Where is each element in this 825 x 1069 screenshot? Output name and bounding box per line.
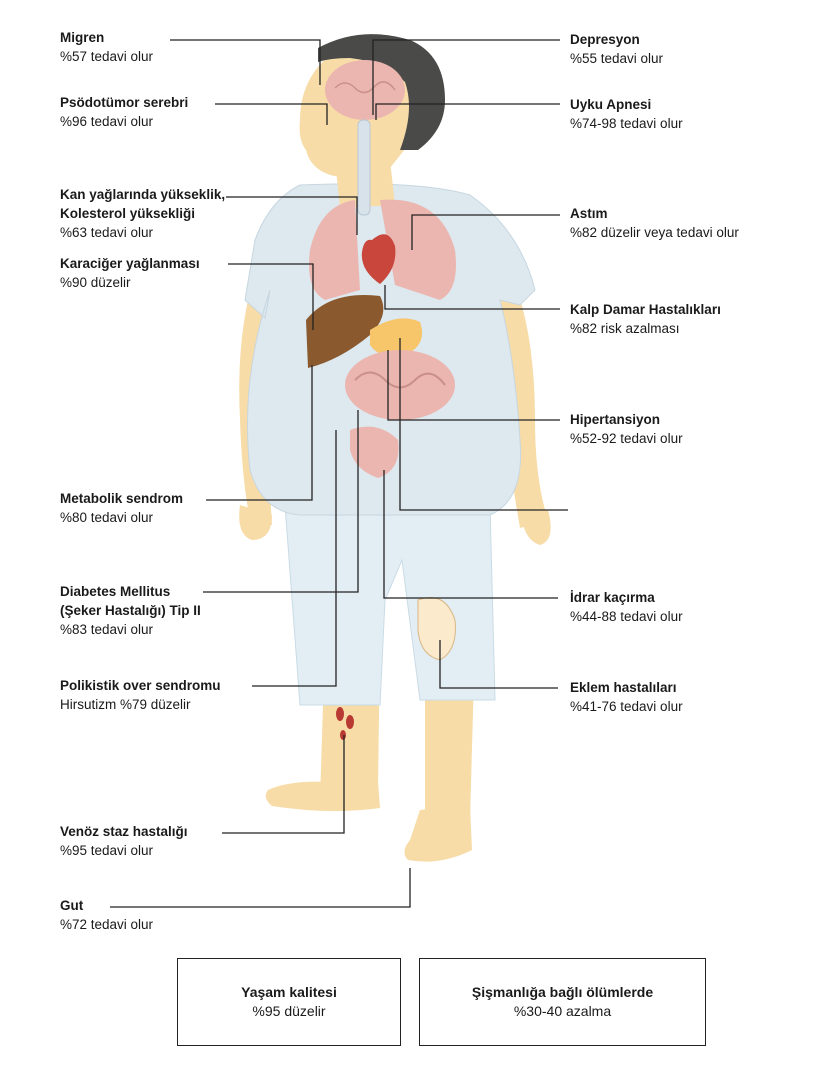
label-kalp: Kalp Damar Hastalıkları %82 risk azalmas… (570, 300, 721, 338)
trachea (357, 119, 371, 216)
label-hipertansiyon-sub: %52-92 tedavi olur (570, 431, 683, 446)
label-kalp-title: Kalp Damar Hastalıkları (570, 302, 721, 317)
label-polikistik-title: Polikistik over sendromu (60, 678, 221, 693)
label-eklem-sub: %41-76 tedavi olur (570, 699, 683, 714)
label-migren-title: Migren (60, 30, 105, 45)
pants (284, 504, 496, 706)
human-figure-illustration (239, 34, 551, 862)
varicose-marks (336, 707, 354, 740)
label-hipertansiyon-title: Hipertansiyon (570, 412, 661, 427)
label-uyku: Uyku Apnesi %74-98 tedavi olur (570, 95, 683, 133)
box-yasam-kalitesi: Yaşam kalitesi %95 düzelir (177, 958, 401, 1046)
right-arm (495, 260, 548, 528)
line-psodotumor (215, 103, 328, 125)
brain-folds (334, 81, 396, 94)
line-uyku (375, 103, 560, 120)
label-diabetes: Diabetes Mellitus (Şeker Hastalığı) Tip … (60, 582, 201, 639)
label-psodotumor: Psödotümor serebri %96 tedavi olur (60, 93, 188, 131)
label-migren: Migren %57 tedavi olur (60, 28, 153, 66)
brain (325, 60, 405, 120)
label-migren-sub: %57 tedavi olur (60, 49, 154, 64)
left-hand (239, 505, 272, 540)
line-venoz (222, 735, 345, 834)
label-gut-title: Gut (60, 898, 84, 913)
box-yasam-sub: %95 düzelir (252, 1003, 326, 1019)
label-diabetes-sub: %83 tedavi olur (60, 622, 154, 637)
label-metabolik: Metabolik sendrom %80 tedavi olur (60, 489, 183, 527)
line-karaciger (228, 263, 314, 330)
label-kolesterol-title2: Kolesterol yüksekliği (60, 206, 196, 221)
label-venoz: Venöz staz hastalığı %95 tedavi olur (60, 822, 188, 860)
label-karaciger-sub: %90 düzelir (60, 275, 131, 290)
box-olum-title: Şişmanlığa bağlı ölümlerde (471, 984, 654, 1000)
line-kalp (384, 285, 560, 310)
label-idrar-sub: %44-88 tedavi olur (570, 609, 683, 624)
label-psodotumor-sub: %96 tedavi olur (60, 114, 154, 129)
label-kolesterol-title1: Kan yağlarında yükseklik, (60, 187, 226, 202)
label-venoz-sub: %95 tedavi olur (60, 843, 154, 858)
label-eklem-title: Eklem hastalıları (570, 680, 677, 695)
heart (361, 234, 396, 284)
label-metabolik-title: Metabolik sendrom (60, 491, 184, 506)
line-hipertansiyon (387, 350, 560, 421)
line-gut (110, 868, 411, 908)
line-kolesterol (226, 196, 358, 235)
knee-joint (417, 597, 456, 661)
label-psodotumor-title: Psödotümor serebri (60, 95, 189, 110)
label-kolesterol: Kan yağlarında yükseklik, Kolesterol yük… (60, 185, 225, 242)
stomach (370, 318, 423, 357)
hair (318, 34, 445, 150)
line-eklem (439, 640, 558, 689)
line-idrar (383, 470, 558, 599)
label-karaciger: Karaciğer yağlanması %90 düzelir (60, 254, 200, 292)
label-uyku-sub: %74-98 tedavi olur (570, 116, 683, 131)
label-astim-sub: %82 düzelir veya tedavi olur (570, 225, 739, 240)
label-depresyon-sub: %55 tedavi olur (570, 51, 664, 66)
bladder (350, 426, 399, 478)
right-foot (404, 805, 472, 862)
label-karaciger-title: Karaciğer yağlanması (60, 256, 200, 271)
right-hand (520, 505, 551, 545)
line-metabolik-right (399, 338, 568, 511)
label-eklem: Eklem hastalıları %41-76 tedavi olur (570, 678, 683, 716)
label-diabetes-title2: (Şeker Hastalığı) Tip II (60, 603, 201, 618)
line-migren (170, 39, 321, 85)
box-olum-azalma: Şişmanlığa bağlı ölümlerde %30-40 azalma (419, 958, 706, 1046)
label-depresyon-title: Depresyon (570, 32, 640, 47)
label-astim-title: Astım (570, 206, 608, 221)
left-foot (265, 781, 380, 812)
label-metabolik-sub: %80 tedavi olur (60, 510, 154, 525)
label-venoz-title: Venöz staz hastalığı (60, 824, 188, 839)
label-gut: Gut %72 tedavi olur (60, 896, 153, 934)
label-polikistik-sub: Hirsutizm %79 düzelir (60, 697, 191, 712)
box-olum-sub: %30-40 azalma (513, 1003, 612, 1019)
leader-lines (110, 39, 568, 908)
right-lung (380, 199, 456, 300)
line-metabolik (206, 365, 313, 501)
label-depresyon: Depresyon %55 tedavi olur (570, 30, 663, 68)
label-uyku-title: Uyku Apnesi (570, 97, 652, 112)
label-diabetes-title1: Diabetes Mellitus (60, 584, 171, 599)
left-lung (309, 200, 360, 300)
label-astim: Astım %82 düzelir veya tedavi olur (570, 204, 739, 242)
label-kalp-sub: %82 risk azalması (570, 321, 680, 336)
label-kolesterol-sub: %63 tedavi olur (60, 225, 154, 240)
liver (306, 295, 384, 368)
label-polikistik: Polikistik over sendromu Hirsutizm %79 d… (60, 676, 221, 714)
label-hipertansiyon: Hipertansiyon %52-92 tedavi olur (570, 410, 683, 448)
line-depresyon (372, 39, 560, 115)
box-yasam-title: Yaşam kalitesi (241, 984, 337, 1000)
line-diabetes (203, 410, 359, 593)
label-idrar: İdrar kaçırma %44-88 tedavi olur (570, 588, 683, 626)
line-astim (411, 214, 560, 250)
label-gut-sub: %72 tedavi olur (60, 917, 154, 932)
label-idrar-title: İdrar kaçırma (570, 590, 655, 605)
line-polikistik (252, 430, 337, 687)
